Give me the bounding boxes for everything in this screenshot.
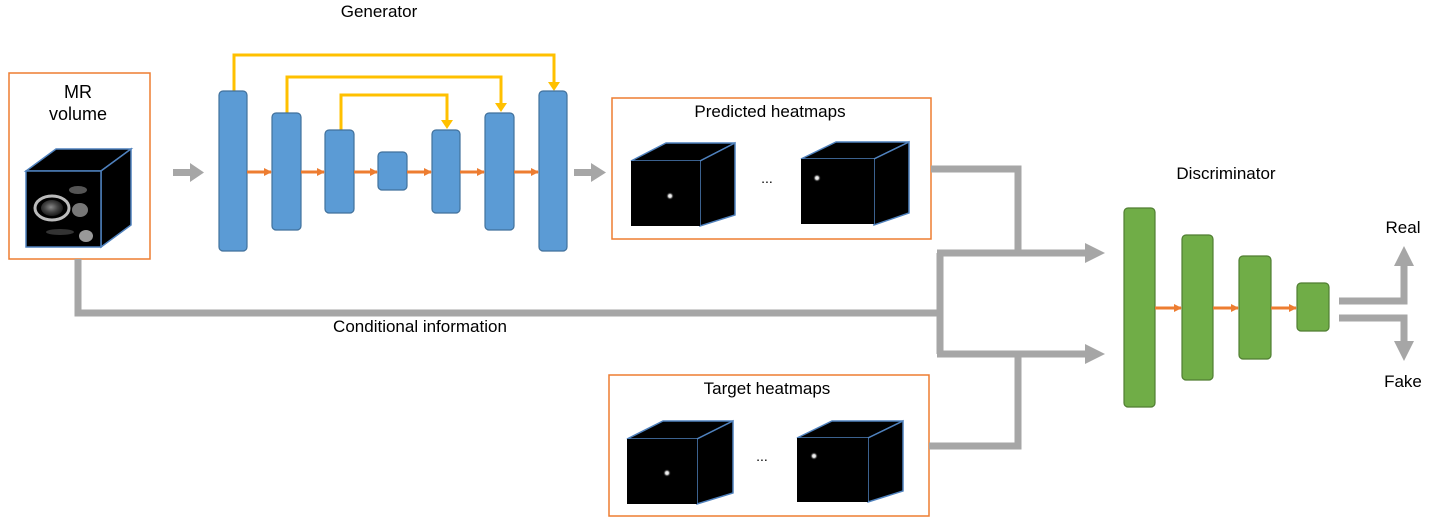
generator-to-predicted-arrow (574, 163, 606, 182)
predicted-heatmap-cube-2 (800, 140, 910, 227)
discriminator-layer-3 (1238, 255, 1272, 360)
generator-layer-2 (271, 112, 302, 231)
mr-volume-title-line1: MR (64, 82, 92, 102)
target-heatmap-cube-1 (626, 419, 734, 506)
discriminator-layer-4 (1296, 282, 1330, 332)
generator-layer-6 (484, 112, 515, 231)
mr-volume-title-line2: volume (49, 104, 107, 124)
predicted-heatmaps-title: Predicted heatmaps (694, 102, 845, 121)
predicted-heatmaps-box: Predicted heatmaps ... (611, 97, 932, 240)
heatmap-peak (663, 469, 671, 477)
lower-branch-arrowhead (1085, 344, 1105, 364)
generator-layer-3 (324, 129, 355, 214)
discriminator-network (1123, 207, 1330, 408)
heatmap-peak (813, 174, 821, 182)
generator-layer-4 (377, 151, 408, 191)
skip-connection-2 (285, 75, 507, 113)
target-heatmap-cube-2 (796, 419, 904, 504)
real-output-label: Real (1386, 218, 1421, 237)
target-ellipsis: ... (756, 448, 768, 464)
skip-connection-3 (339, 93, 453, 130)
fake-output-label: Fake (1384, 372, 1422, 391)
mr-slice-image (33, 186, 93, 242)
mr-volume-cube (23, 147, 134, 249)
generator-network (218, 53, 568, 252)
predicted-heatmap-cube-1 (630, 141, 736, 228)
discriminator-title: Discriminator (1176, 164, 1276, 183)
fake-output-arrow (1339, 314, 1414, 361)
generator-layer-5 (431, 129, 461, 214)
mr-volume-box: MR volume (8, 72, 151, 260)
generator-title: Generator (341, 2, 418, 21)
input-to-generator-arrow (173, 163, 204, 182)
skip-connection-1 (232, 53, 560, 91)
heatmap-peak (810, 452, 818, 460)
heatmap-peak (666, 192, 674, 200)
predicted-ellipsis: ... (761, 170, 773, 186)
upper-branch-arrowhead (1085, 243, 1105, 263)
predicted-connector (931, 165, 1022, 253)
target-heatmaps-box: Target heatmaps ... (608, 374, 930, 517)
real-output-arrow (1339, 246, 1414, 305)
discriminator-layer-1 (1123, 207, 1156, 408)
discriminator-layer-2 (1181, 234, 1214, 381)
target-heatmaps-title: Target heatmaps (704, 379, 831, 398)
connector-lines (74, 165, 1088, 450)
target-connector (929, 354, 1022, 450)
conditional-information-label: Conditional information (333, 317, 507, 336)
generator-layer-1 (218, 90, 248, 252)
conditional-info-line (74, 259, 940, 317)
generator-layer-7 (538, 90, 568, 252)
